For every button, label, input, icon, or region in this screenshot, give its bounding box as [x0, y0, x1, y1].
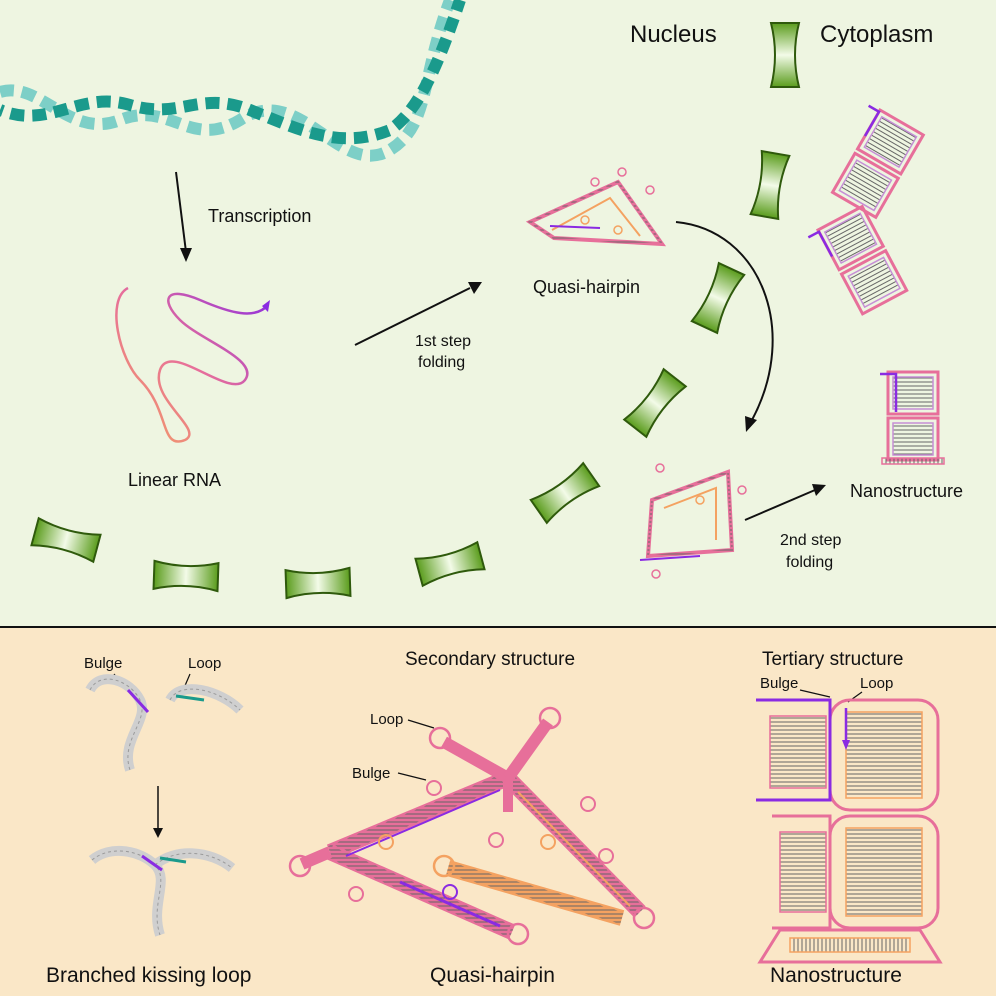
step2-label-line1: 2nd step: [780, 532, 841, 549]
quasi-hairpin-label: Quasi-hairpin: [533, 277, 640, 297]
cytoplasm-nanostructure-2: [807, 204, 909, 316]
membrane-segment: [770, 22, 800, 88]
kissing-loop-separate: [85, 674, 244, 772]
step2-label-line2: folding: [786, 554, 833, 571]
secondary-quasi-hairpin: [288, 706, 656, 946]
export-arrow: [675, 221, 774, 432]
secondary-caption: Quasi-hairpin: [430, 964, 555, 987]
quasi-hairpin-top: [525, 167, 667, 247]
nucleus-label: Nucleus: [630, 21, 717, 48]
tertiary-caption: Nanostructure: [770, 964, 902, 987]
rna-arrowhead: [262, 300, 270, 312]
kissing-arrow: [153, 786, 163, 838]
transcription-label: Transcription: [208, 206, 311, 226]
nanostructure-top: [880, 370, 945, 465]
secondary-loop-label: Loop: [370, 711, 403, 728]
secondary-title: Secondary structure: [405, 649, 575, 670]
step1-arrow: [354, 282, 482, 346]
tertiary-loop-label: Loop: [860, 675, 893, 692]
bottom-panel: [0, 628, 996, 996]
membrane-segment: [152, 559, 220, 593]
quasi-hairpin-cytoplasm: [639, 463, 747, 579]
top-panel: [0, 0, 996, 627]
step2-arrow: [744, 484, 826, 521]
secondary-bulge-label: Bulge: [352, 765, 390, 782]
nanostructure-top-label: Nanostructure: [850, 481, 963, 501]
step1-label-line1: 1st step: [415, 333, 471, 350]
kissing-caption: Branched kissing loop: [46, 964, 251, 987]
tertiary-title: Tertiary structure: [762, 649, 903, 670]
tertiary-nanostructure: [756, 698, 943, 964]
transcription-arrow: [175, 171, 192, 262]
cytoplasm-label: Cytoplasm: [820, 21, 933, 48]
membrane-segment: [284, 566, 352, 600]
dna-helix: [0, 0, 466, 162]
tertiary-bulge-label: Bulge: [760, 675, 798, 692]
kissing-bulge-label: Bulge: [84, 655, 122, 672]
kissing-loop-label: Loop: [188, 655, 221, 672]
linear-rna-label: Linear RNA: [128, 470, 221, 490]
linear-rna: [115, 286, 269, 443]
step1-label-line2: folding: [418, 354, 465, 371]
cytoplasm-nanostructure-1: [830, 104, 926, 220]
kissing-loop-joined: [88, 845, 236, 937]
